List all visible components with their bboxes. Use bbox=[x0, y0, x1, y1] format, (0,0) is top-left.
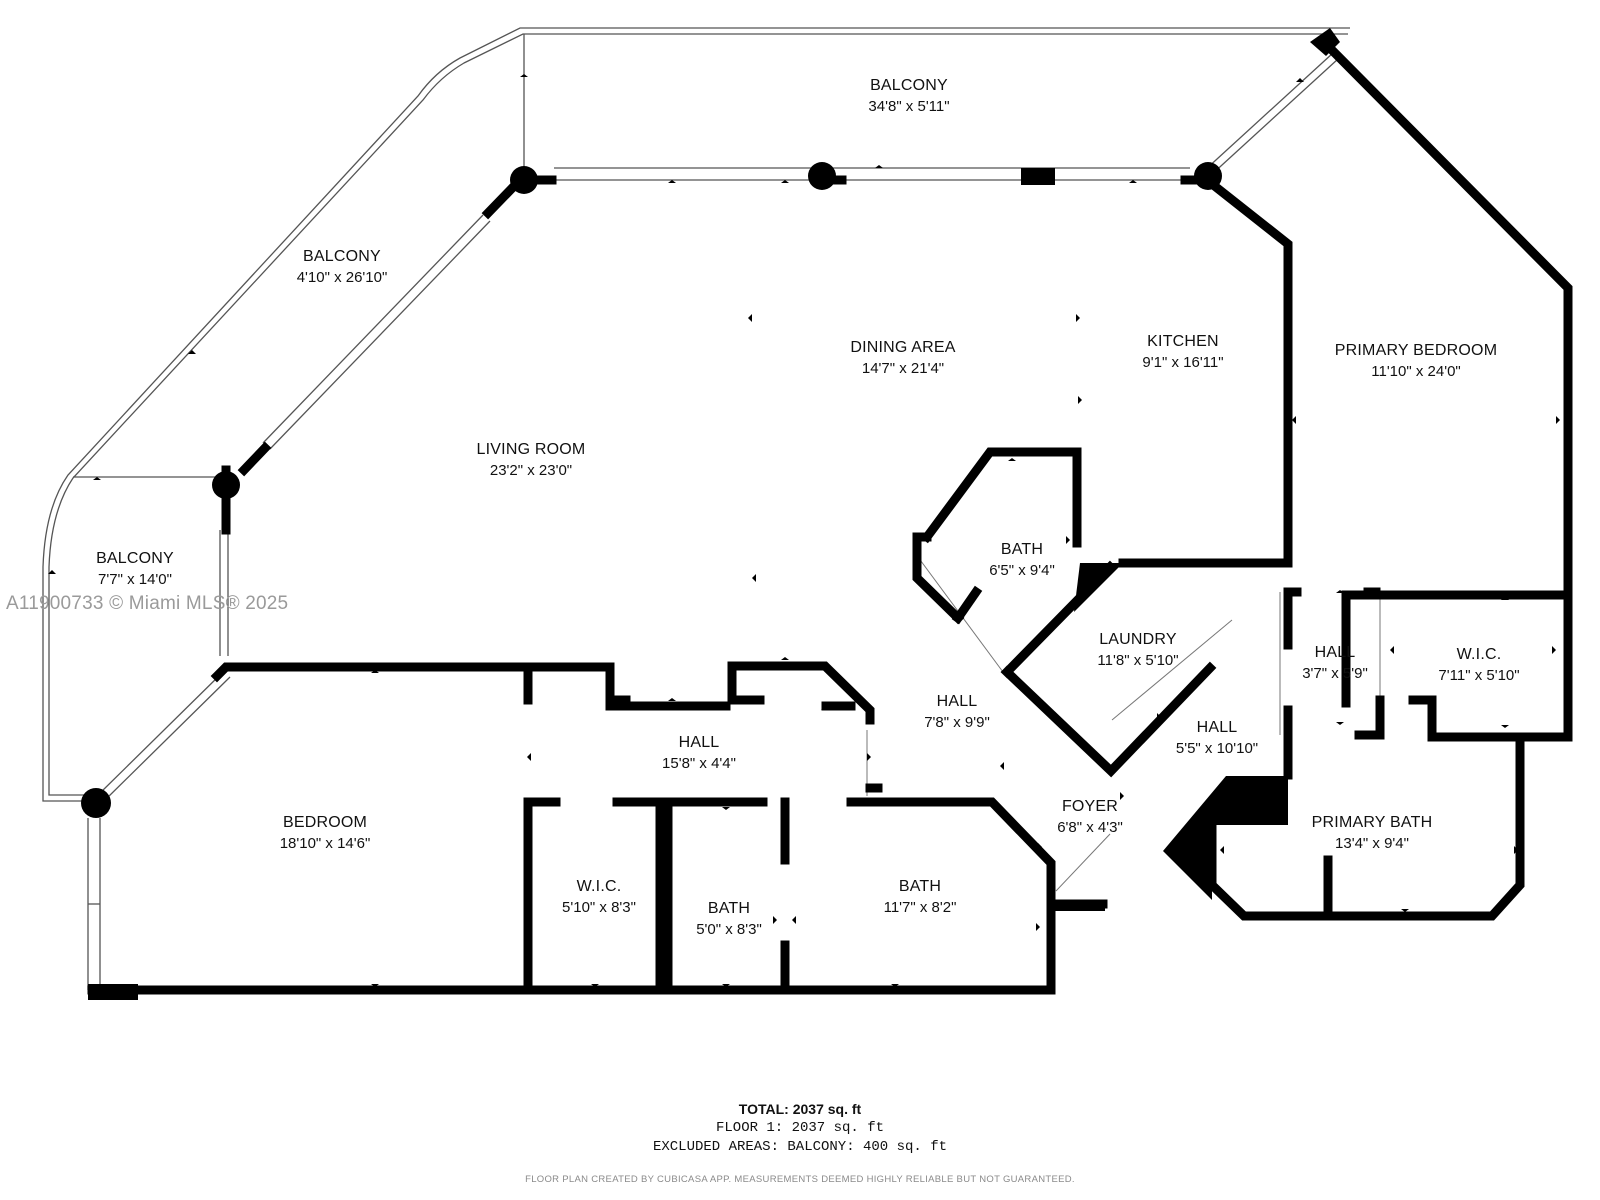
room-name: FOYER bbox=[1061, 798, 1119, 815]
mls-watermark: A11900733 © Miami MLS® 2025 bbox=[6, 593, 289, 614]
room-living-room: LIVING ROOM 23'2" x 23'0" bbox=[477, 439, 586, 481]
room-bath-large: BATH 11'7" x 8'2" bbox=[884, 876, 957, 918]
room-laundry: LAUNDRY 11'8" x 5'10" bbox=[1097, 629, 1178, 671]
room-name: LAUNDRY bbox=[1099, 631, 1177, 648]
room-dimensions: 34'8" x 5'11" bbox=[868, 98, 950, 115]
room-name: BATH bbox=[898, 878, 942, 895]
room-kitchen: KITCHEN 9'1" x 16'11" bbox=[1142, 331, 1223, 373]
room-name: KITCHEN bbox=[1147, 333, 1219, 350]
room-hall-right: HALL 5'5" x 10'10" bbox=[1176, 717, 1258, 759]
dimension-markers bbox=[48, 74, 1560, 987]
room-name: BALCONY bbox=[303, 248, 381, 265]
room-name: PRIMARY BATH bbox=[1311, 814, 1433, 831]
room-name: HALL bbox=[936, 693, 978, 710]
room-dimensions: 13'4" x 9'4" bbox=[1335, 835, 1409, 852]
area-totals: TOTAL: 2037 sq. ft FLOOR 1: 2037 sq. ft … bbox=[0, 1100, 1600, 1157]
room-dimensions: 5'10" x 8'3" bbox=[562, 899, 636, 916]
room-dimensions: 7'7" x 14'0" bbox=[98, 571, 172, 588]
room-dimensions: 4'10" x 26'10" bbox=[296, 269, 388, 286]
room-name: BALCONY bbox=[96, 550, 174, 567]
room-dimensions: 5'5" x 10'10" bbox=[1175, 740, 1259, 757]
room-name: PRIMARY BEDROOM bbox=[1334, 342, 1498, 359]
room-name: BALCONY bbox=[870, 77, 948, 94]
room-primary-bedroom: PRIMARY BEDROOM 11'10" x 24'0" bbox=[1335, 340, 1497, 382]
room-dimensions: 7'8" x 9'9" bbox=[924, 714, 990, 731]
room-dimensions: 11'7" x 8'2" bbox=[883, 899, 957, 916]
room-name: W.I.C. bbox=[576, 878, 622, 895]
room-dimensions: 5'0" x 8'3" bbox=[696, 921, 762, 938]
room-balcony-top: BALCONY 34'8" x 5'11" bbox=[868, 75, 949, 117]
room-dimensions: 11'8" x 5'10" bbox=[1097, 652, 1179, 669]
room-bath-center: BATH 6'5" x 9'4" bbox=[989, 539, 1055, 581]
room-dimensions: 18'10" x 14'6" bbox=[279, 835, 371, 852]
room-bedroom: BEDROOM 18'10" x 14'6" bbox=[280, 812, 371, 854]
excluded-area: EXCLUDED AREAS: BALCONY: 400 sq. ft bbox=[652, 1139, 948, 1155]
room-hall-primary: HALL 3'7" x 5'9" bbox=[1302, 642, 1368, 684]
room-dimensions: 14'7" x 21'4" bbox=[861, 360, 945, 377]
room-name: BATH bbox=[707, 900, 751, 917]
room-name: BEDROOM bbox=[282, 814, 368, 831]
room-dimensions: 3'7" x 5'9" bbox=[1302, 665, 1368, 682]
room-dimensions: 6'8" x 4'3" bbox=[1057, 819, 1123, 836]
room-name: LIVING ROOM bbox=[476, 441, 586, 458]
room-bath-small: BATH 5'0" x 8'3" bbox=[696, 898, 762, 940]
room-dimensions: 15'8" x 4'4" bbox=[662, 755, 736, 772]
room-dimensions: 6'5" x 9'4" bbox=[989, 562, 1055, 579]
room-name: HALL bbox=[1196, 719, 1238, 736]
total-area: TOTAL: 2037 sq. ft bbox=[738, 1101, 862, 1117]
room-dining-area: DINING AREA 14'7" x 21'4" bbox=[850, 337, 955, 379]
room-balcony-left: BALCONY 4'10" x 26'10" bbox=[297, 246, 388, 288]
room-dimensions: 23'2" x 23'0" bbox=[489, 462, 573, 479]
room-balcony-side: BALCONY 7'7" x 14'0" bbox=[96, 548, 174, 590]
room-name: HALL bbox=[678, 734, 720, 751]
disclaimer-text: FLOOR PLAN CREATED BY CUBICASA APP. MEAS… bbox=[525, 1174, 1075, 1185]
columns bbox=[81, 28, 1340, 1000]
room-dimensions: 11'10" x 24'0" bbox=[1371, 363, 1461, 380]
balcony-railing bbox=[42, 27, 1350, 990]
room-name: W.I.C. bbox=[1456, 646, 1502, 663]
room-hall-center: HALL 7'8" x 9'9" bbox=[924, 691, 990, 733]
room-hall-left: HALL 15'8" x 4'4" bbox=[662, 732, 736, 774]
room-name: DINING AREA bbox=[850, 339, 956, 356]
room-wic-bedroom: W.I.C. 5'10" x 8'3" bbox=[562, 876, 636, 918]
room-name: BATH bbox=[1000, 541, 1044, 558]
room-primary-bath: PRIMARY BATH 13'4" x 9'4" bbox=[1312, 812, 1433, 854]
room-name: HALL bbox=[1314, 644, 1356, 661]
room-dimensions: 7'11" x 5'10" bbox=[1438, 667, 1520, 684]
room-foyer: FOYER 6'8" x 4'3" bbox=[1057, 796, 1123, 838]
room-dimensions: 9'1" x 16'11" bbox=[1142, 354, 1224, 371]
room-wic-primary: W.I.C. 7'11" x 5'10" bbox=[1438, 644, 1519, 686]
floor-area: FLOOR 1: 2037 sq. ft bbox=[715, 1120, 885, 1136]
